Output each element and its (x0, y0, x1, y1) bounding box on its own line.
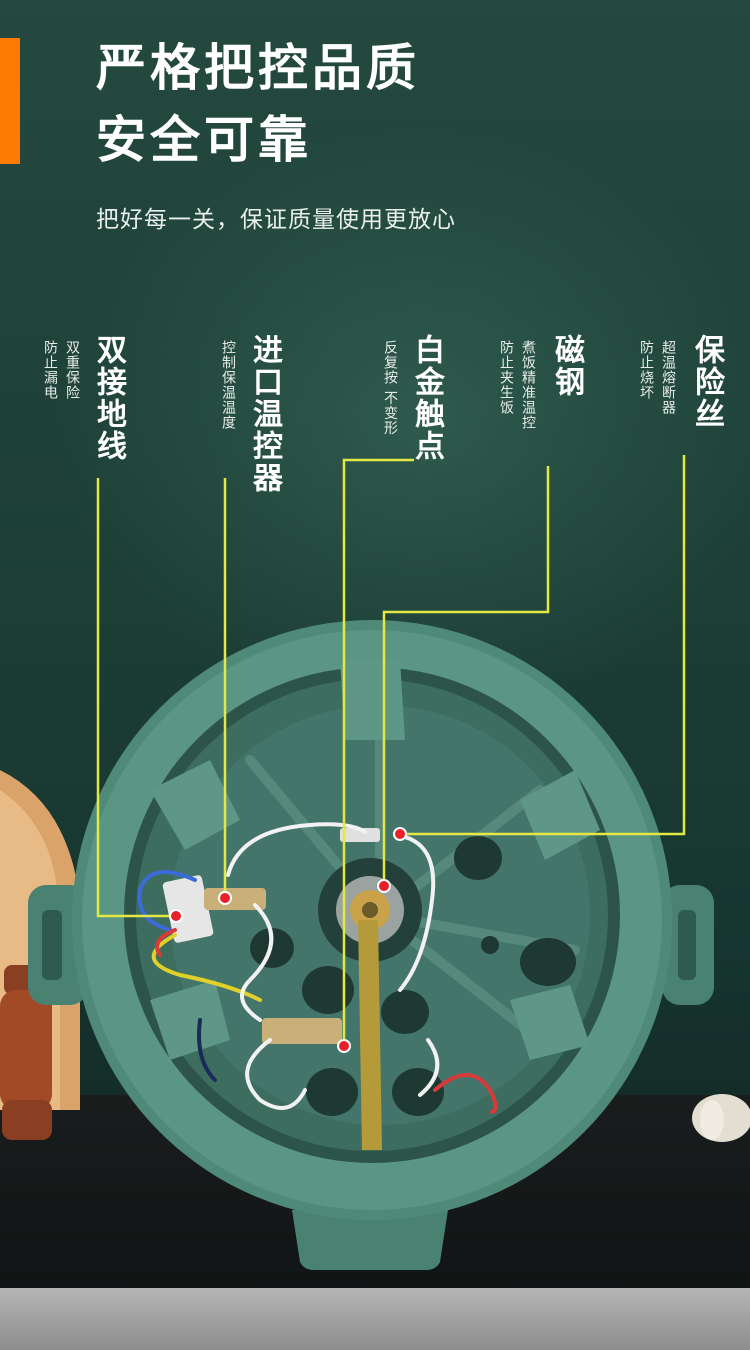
feature-fuse-title: 保险丝 (689, 334, 724, 430)
feature-magnet-title: 磁钢 (549, 334, 584, 398)
feature-ground-title: 双接地线 (91, 334, 126, 462)
page-subtitle: 把好每一关，保证质量使用更放心 (96, 207, 456, 233)
feature-thermostat-desc-1: 控制保温温度 (220, 340, 236, 430)
accent-bar (0, 38, 20, 164)
bottom-band (0, 1288, 750, 1350)
callout-dots (169, 827, 407, 1053)
wiring (137, 822, 498, 1114)
page-title-line1: 严格把控品质 (96, 39, 420, 97)
callout-lines (96, 455, 686, 1046)
page-title-line2: 安全可靠 (96, 111, 312, 169)
bottom-foot (292, 1210, 448, 1270)
feature-contact-title: 白金触点 (409, 334, 444, 462)
vent-holes (250, 836, 576, 1116)
feature-thermostat-title: 进口温控器 (247, 334, 282, 494)
terminal-blocks (162, 828, 380, 1044)
feature-contact-desc-1: 反复按 不变形 (382, 340, 398, 436)
garlic (692, 1094, 750, 1142)
mounting-tabs (150, 660, 600, 1060)
feature-magnet-desc-1: 煮饭精准温控 (520, 340, 536, 430)
feature-fuse-desc-1: 超温熔断器 (660, 340, 676, 415)
feature-ground-desc-1: 双重保险 (64, 340, 80, 400)
feature-magnet-desc-2: 防止夹生饭 (498, 340, 514, 415)
feature-fuse-desc-2: 防止烧坏 (638, 340, 654, 400)
brass-lever (358, 920, 382, 1150)
feature-ground-desc-2: 防止漏电 (42, 340, 58, 400)
